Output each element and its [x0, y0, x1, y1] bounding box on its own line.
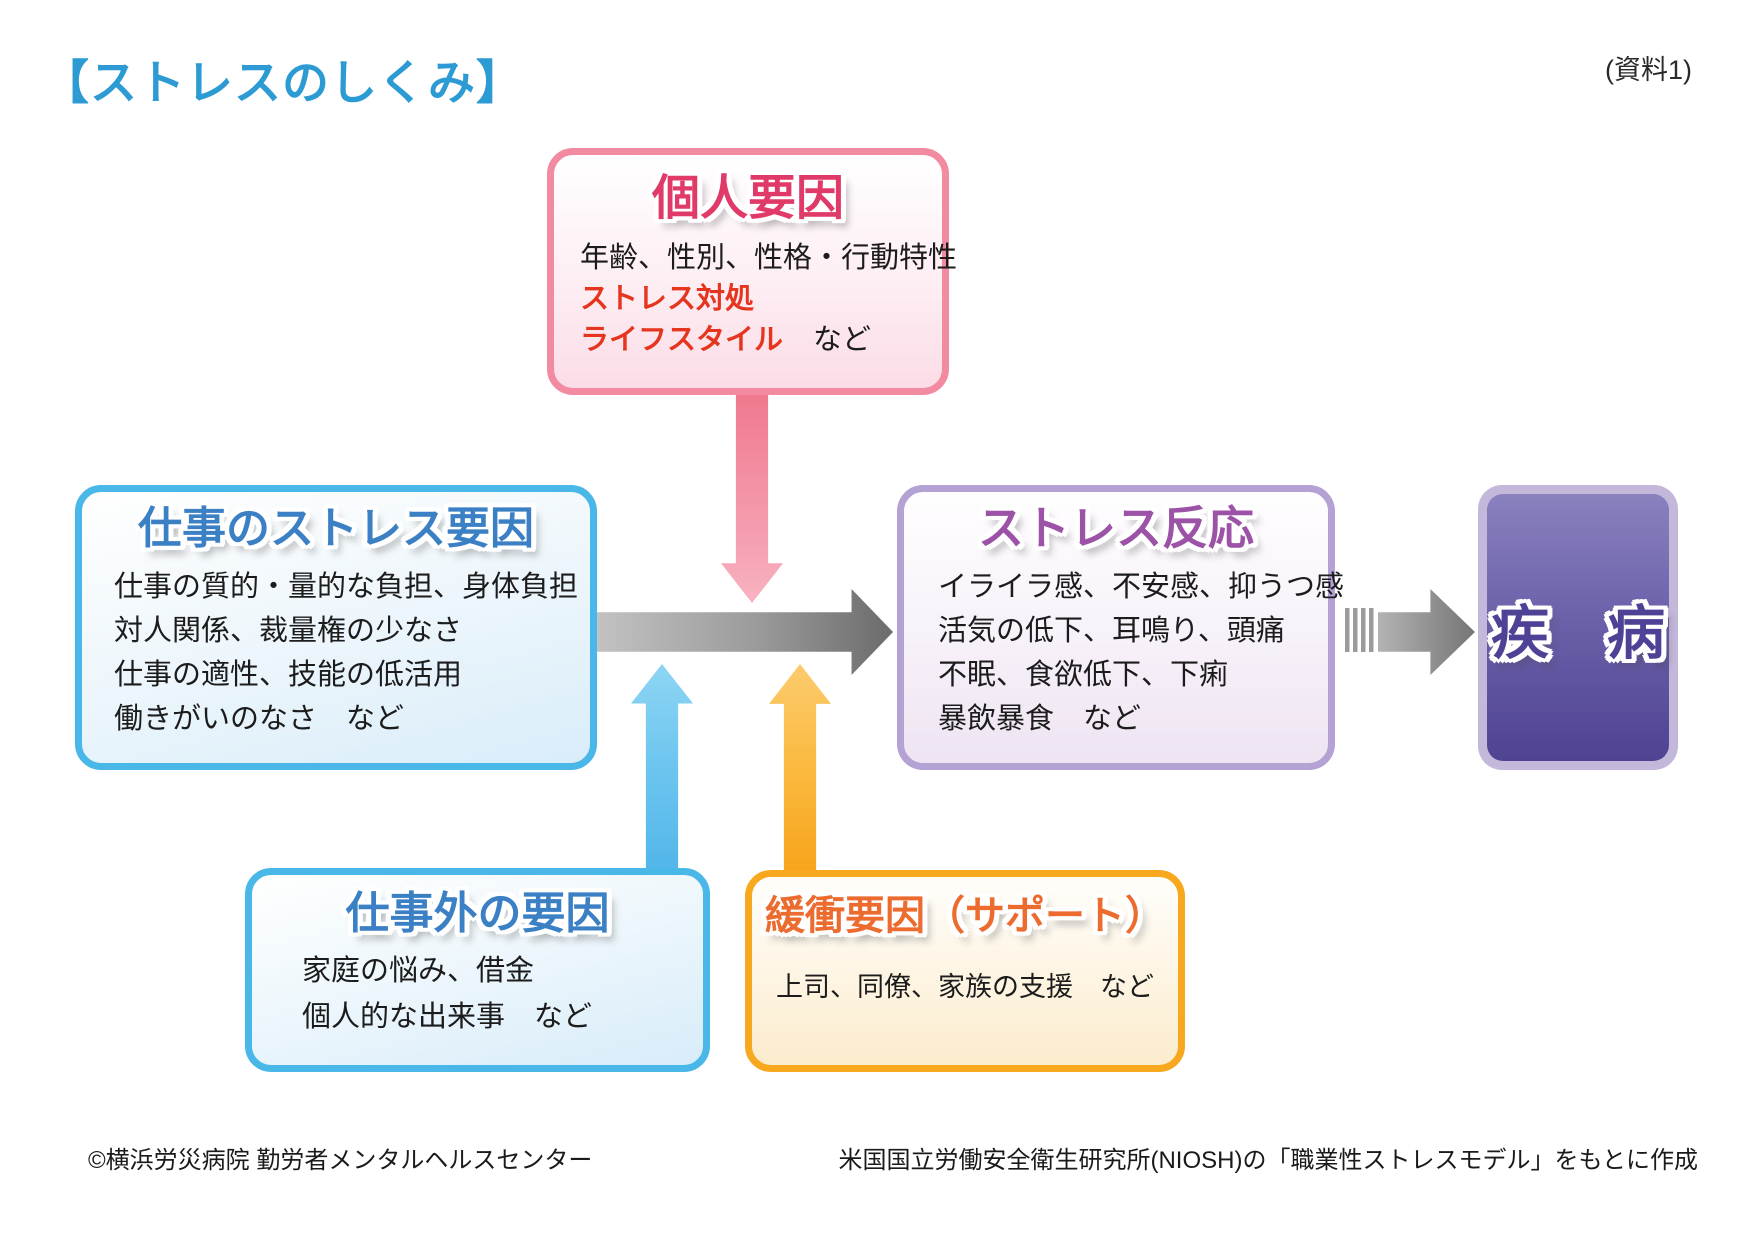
- nonwork-factors-box: 仕事外の要因 家庭の悩み、借金 個人的な出来事 など: [245, 868, 710, 1072]
- stress-reaction-box: ストレス反応 イライラ感、不安感、抑うつ感 活気の低下、耳鳴り、頭痛 不眠、食欲…: [897, 485, 1345, 770]
- buffer-factors-body: 上司、同僚、家族の支援 など: [752, 965, 1178, 1004]
- body-line: 家庭の悩み、借金: [302, 954, 535, 987]
- source-attribution: 米国国立労働安全衛生研究所(NIOSH)の「職業性ストレスモデル」をもとに作成: [838, 1147, 1698, 1174]
- buffer-up-arrow-icon: [769, 664, 831, 874]
- body-line: 暴飲暴食 など: [938, 702, 1142, 735]
- body-line: 活気の低下、耳鳴り、頭痛: [938, 614, 1285, 647]
- reference-label: (資料1): [1605, 55, 1692, 85]
- personal-down-arrow-icon: [721, 394, 783, 603]
- reaction-to-disease-hatch-icon: [1345, 608, 1374, 652]
- work-to-reaction-arrow-icon: [597, 589, 893, 675]
- body-line: 働きがいのなさ など: [114, 702, 405, 735]
- body-line: 対人関係、裁量権の少なさ: [114, 614, 463, 647]
- work-stress-factors-box: 仕事のストレス要因 仕事の質的・量的な負担、身体負担 対人関係、裁量権の少なさ …: [75, 485, 597, 770]
- body-line: ストレス対処: [580, 283, 755, 316]
- buffer-factors-title: 緩衝要因（サポート）: [765, 894, 1165, 938]
- buffer-factors-box: 緩衝要因（サポート） 上司、同僚、家族の支援 など: [745, 870, 1185, 1072]
- work-stress-factors-body: 仕事の質的・量的な負担、身体負担 対人関係、裁量権の少なさ 仕事の適性、技能の低…: [82, 565, 590, 741]
- stress-reaction-title: ストレス反応: [978, 502, 1254, 554]
- personal-factors-box: 個人要因 年齢、性別、性格・行動特性 ストレス対処 ライフスタイルなど: [547, 148, 958, 395]
- body-line: 上司、同僚、家族の支援 など: [776, 972, 1154, 1002]
- copyright-credit: ©横浜労災病院 勤労者メンタルヘルスセンター: [88, 1147, 593, 1174]
- reaction-to-disease-arrow-icon: [1378, 589, 1475, 675]
- personal-factors-title: 個人要因: [651, 172, 844, 225]
- nonwork-up-arrow-icon: [631, 664, 693, 872]
- disease-title: 疾 病: [1490, 600, 1665, 666]
- etc-suffix: など: [813, 324, 872, 357]
- page-title: 【ストレスのしくみ】: [42, 56, 524, 109]
- work-stress-factors-title: 仕事のストレス要因: [138, 504, 534, 553]
- nonwork-factors-body: 家庭の悩み、借金 個人的な出来事 など: [252, 948, 703, 1040]
- stress-reaction-body: イライラ感、不安感、抑うつ感 活気の低下、耳鳴り、頭痛 不眠、食欲低下、下痢 暴…: [904, 565, 1345, 741]
- personal-factors-body: 年齢、性別、性格・行動特性 ストレス対処 ライフスタイルなど: [554, 238, 958, 361]
- body-line: 仕事の質的・量的な負担、身体負担: [114, 570, 579, 603]
- body-line: イライラ感、不安感、抑うつ感: [938, 570, 1345, 603]
- disease-box-inner: 疾 病: [1487, 494, 1669, 761]
- red-phrase: ライフスタイル: [580, 324, 784, 357]
- body-line: 年齢、性別、性格・行動特性: [580, 242, 958, 275]
- body-line: 仕事の適性、技能の低活用: [114, 658, 463, 691]
- body-line: ライフスタイルなど: [580, 320, 942, 361]
- body-line: 個人的な出来事 など: [302, 1000, 593, 1033]
- nonwork-factors-title: 仕事外の要因: [345, 889, 610, 938]
- disease-box: 疾 病: [1478, 485, 1678, 770]
- body-line: 不眠、食欲低下、下痢: [938, 658, 1229, 691]
